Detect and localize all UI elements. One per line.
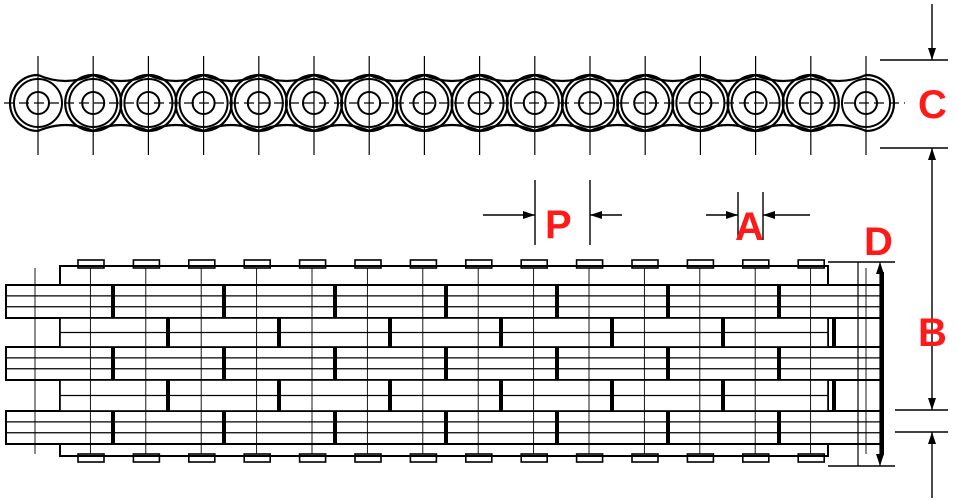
plate-tab bbox=[575, 259, 604, 269]
plate-tab bbox=[354, 259, 382, 269]
plate-tab bbox=[520, 259, 549, 269]
chain-side-view bbox=[4, 56, 905, 155]
plate-tab bbox=[243, 259, 271, 269]
dimension-arrow bbox=[876, 262, 884, 274]
plate-tab bbox=[741, 453, 770, 463]
plate-tab bbox=[243, 453, 271, 463]
dimension-arrow bbox=[928, 432, 936, 444]
plate-tab bbox=[298, 259, 327, 269]
label-a: A bbox=[735, 205, 764, 249]
dimension-arrow bbox=[928, 48, 936, 60]
plate-tab bbox=[631, 259, 659, 269]
plate-tab bbox=[409, 259, 438, 269]
plate-tab bbox=[686, 259, 715, 269]
plate-tab bbox=[797, 259, 826, 269]
plate-tab bbox=[132, 259, 161, 269]
label-d: D bbox=[864, 220, 893, 264]
dimension-arrow bbox=[523, 211, 535, 219]
plate-tab bbox=[631, 453, 659, 463]
plate-tab bbox=[741, 259, 770, 269]
plate-tab bbox=[520, 453, 549, 463]
plate-tab bbox=[77, 259, 105, 269]
dimension-arrow bbox=[928, 398, 936, 410]
plate-tab bbox=[575, 453, 604, 463]
plate-tab bbox=[686, 453, 715, 463]
plate-tab bbox=[298, 453, 327, 463]
plate-tab bbox=[188, 453, 216, 463]
plate-tab bbox=[409, 453, 438, 463]
plate-tab bbox=[464, 259, 493, 269]
plate-tab bbox=[797, 453, 826, 463]
dimension-arrow bbox=[726, 211, 738, 219]
dimension-arrow bbox=[928, 148, 936, 160]
dimension-arrow bbox=[876, 454, 884, 466]
label-p: P bbox=[545, 203, 572, 247]
label-b: B bbox=[918, 311, 947, 355]
dimension-arrow bbox=[590, 211, 602, 219]
dimension-lines bbox=[483, 4, 948, 498]
chain-top-view bbox=[5, 259, 884, 463]
plate-tab bbox=[132, 453, 161, 463]
plate-tab bbox=[77, 453, 105, 463]
dimension-arrow bbox=[763, 211, 775, 219]
plate-tab bbox=[464, 453, 493, 463]
plate-tab bbox=[188, 259, 216, 269]
plate-tab bbox=[354, 453, 382, 463]
label-c: C bbox=[918, 83, 947, 127]
